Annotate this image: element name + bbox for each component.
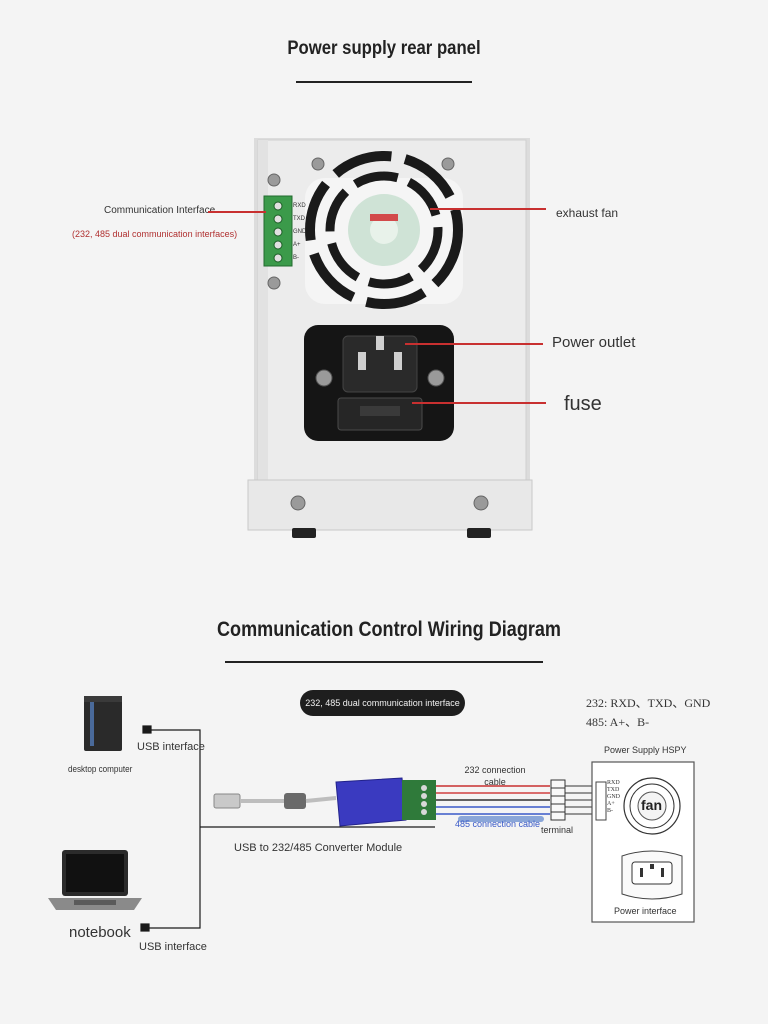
exhaust-fan-label: exhaust fan [556, 206, 619, 220]
rear-panel-device [247, 138, 533, 538]
psu-label: Power Supply HSPY [604, 745, 687, 755]
power-interface-label: Power interface [614, 906, 677, 916]
signal-wires [436, 785, 550, 822]
converter-module [335, 777, 436, 827]
desktop-label: desktop computer [68, 764, 133, 774]
fan-label: fan [641, 797, 662, 813]
protocol-485: 485: A+、B- [586, 715, 650, 729]
exhaust-fan-grill [305, 151, 463, 309]
psu-pin-txd: TXD [607, 787, 620, 793]
power-outlet-label: Power outlet [552, 334, 636, 351]
foot-right [467, 528, 491, 538]
fuse-label: fuse [564, 393, 602, 415]
fuse-leader [412, 402, 546, 404]
psu-pin-a: A+ [607, 801, 615, 807]
terminal-pin-txd: TXD [293, 216, 305, 222]
terminal-pin-a: A+ [293, 242, 301, 248]
wiring-title: Communication Control Wiring Diagram [217, 618, 561, 641]
notebook-label: notebook [69, 924, 131, 941]
rear-panel-title-underline [296, 81, 472, 83]
desktop-computer-icon [84, 696, 122, 751]
psu-pin-gnd: GND [607, 794, 620, 800]
power-inlet-module [304, 325, 454, 441]
terminal-connector [550, 779, 595, 821]
terminal-label: terminal [541, 825, 574, 835]
rear-panel-title: Power supply rear panel [287, 38, 481, 59]
power-supply-box [591, 761, 695, 923]
terminal-pin-labels: RXD TXD GND A+ B- [293, 200, 306, 265]
protocol-legend: 232: RXD、TXD、GND 485: A+、B- [586, 694, 710, 732]
comm-terminal-block [263, 195, 293, 267]
converter-label: USB to 232/485 Converter Module [234, 842, 403, 854]
usb-interface-label-top: USB interface [137, 741, 205, 753]
dual-interface-badge: 232, 485 dual communication interface [300, 690, 465, 716]
terminal-pin-rxd: RXD [293, 203, 306, 209]
dual-interface-badge-label: 232, 485 dual communication interface [305, 698, 460, 708]
wiring-title-underline [225, 661, 543, 663]
psu-pin-rxd: RXD [607, 780, 620, 786]
terminal-pin-gnd: GND [293, 229, 307, 235]
usb-interface-label-bottom: USB interface [139, 941, 207, 953]
comm-interface-label: Communication Interface [104, 205, 216, 216]
protocol-232: 232: RXD、TXD、GND [586, 696, 711, 710]
psu-pin-labels: RXD TXD GND A+ B- [607, 780, 620, 815]
exhaust-fan-leader [430, 208, 546, 210]
comm-interface-leader [208, 211, 266, 213]
psu-pin-b: B- [607, 808, 613, 814]
cable-485-label: 485 connection cable [455, 819, 541, 829]
foot-left [292, 528, 316, 538]
power-outlet-leader [405, 343, 543, 345]
terminal-pin-b: B- [293, 255, 299, 261]
comm-interface-sublabel: (232, 485 dual communication interfaces) [72, 229, 238, 239]
usb-cable [213, 793, 337, 809]
cable-232-label: 232 connection cable [464, 765, 526, 787]
notebook-icon [48, 850, 142, 910]
wiring-diagram [48, 696, 695, 932]
